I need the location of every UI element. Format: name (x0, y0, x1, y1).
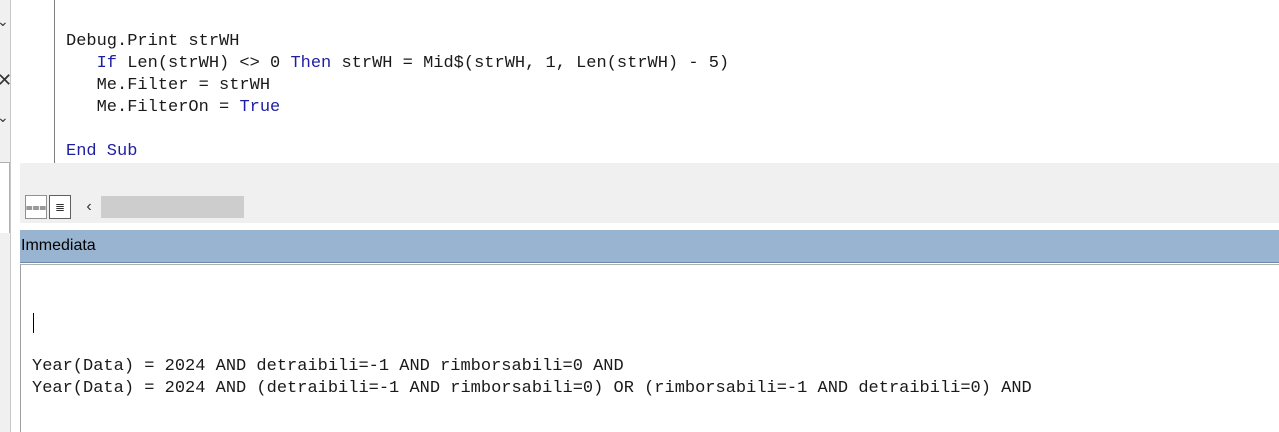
keyword: If (96, 54, 118, 73)
code-text: Len(strWH) <> 0 (117, 54, 291, 73)
close-icon[interactable]: ✕ (0, 70, 13, 90)
dropdown-arrow-icon[interactable]: ⌄ (0, 109, 9, 125)
immediate-window[interactable] (20, 264, 1279, 432)
immediate-output-line: Year(Data) = 2024 AND detraibili=-1 AND … (32, 357, 624, 376)
code-line: Me.FilterOn = True (66, 97, 281, 119)
keyword: True (239, 98, 281, 117)
horizontal-scrollbar-thumb[interactable] (101, 196, 244, 218)
code-text: strWH = Mid$(strWH, 1, Len(strWH) - 5) (331, 54, 730, 73)
procedure-view-button[interactable]: ⩶ (25, 195, 47, 219)
code-text: Debug.Print strWH (66, 32, 240, 51)
keyword: Then (290, 54, 332, 73)
left-panel-box (0, 162, 10, 233)
procedure-view-icon: ⩶ (25, 199, 47, 214)
code-indent (66, 54, 97, 73)
code-editor[interactable] (20, 0, 1279, 164)
dropdown-arrow-icon[interactable]: ⌄ (0, 13, 9, 29)
code-text: Me.FilterOn = (66, 98, 240, 117)
code-line: Me.Filter = strWH (66, 75, 270, 97)
immediate-output-line: Year(Data) = 2024 AND (detraibili=-1 AND… (32, 379, 1032, 398)
code-line: End Sub (66, 141, 137, 163)
code-margin (20, 0, 55, 163)
immediate-window-title-bar[interactable]: Immediata (20, 230, 1279, 263)
code-line: If Len(strWH) <> 0 Then strWH = Mid$(str… (66, 53, 730, 75)
chevron-left-icon: ‹ (86, 198, 92, 215)
code-line: Debug.Print strWH (66, 31, 239, 53)
keyword: End Sub (66, 142, 138, 161)
scroll-left-button[interactable]: ‹ (80, 197, 98, 217)
code-text: Me.Filter = strWH (66, 76, 271, 95)
full-module-view-icon: ≣ (54, 200, 66, 214)
text-caret (33, 313, 34, 333)
full-module-view-button[interactable]: ≣ (49, 195, 71, 219)
immediate-window-title: Immediata (21, 237, 96, 254)
